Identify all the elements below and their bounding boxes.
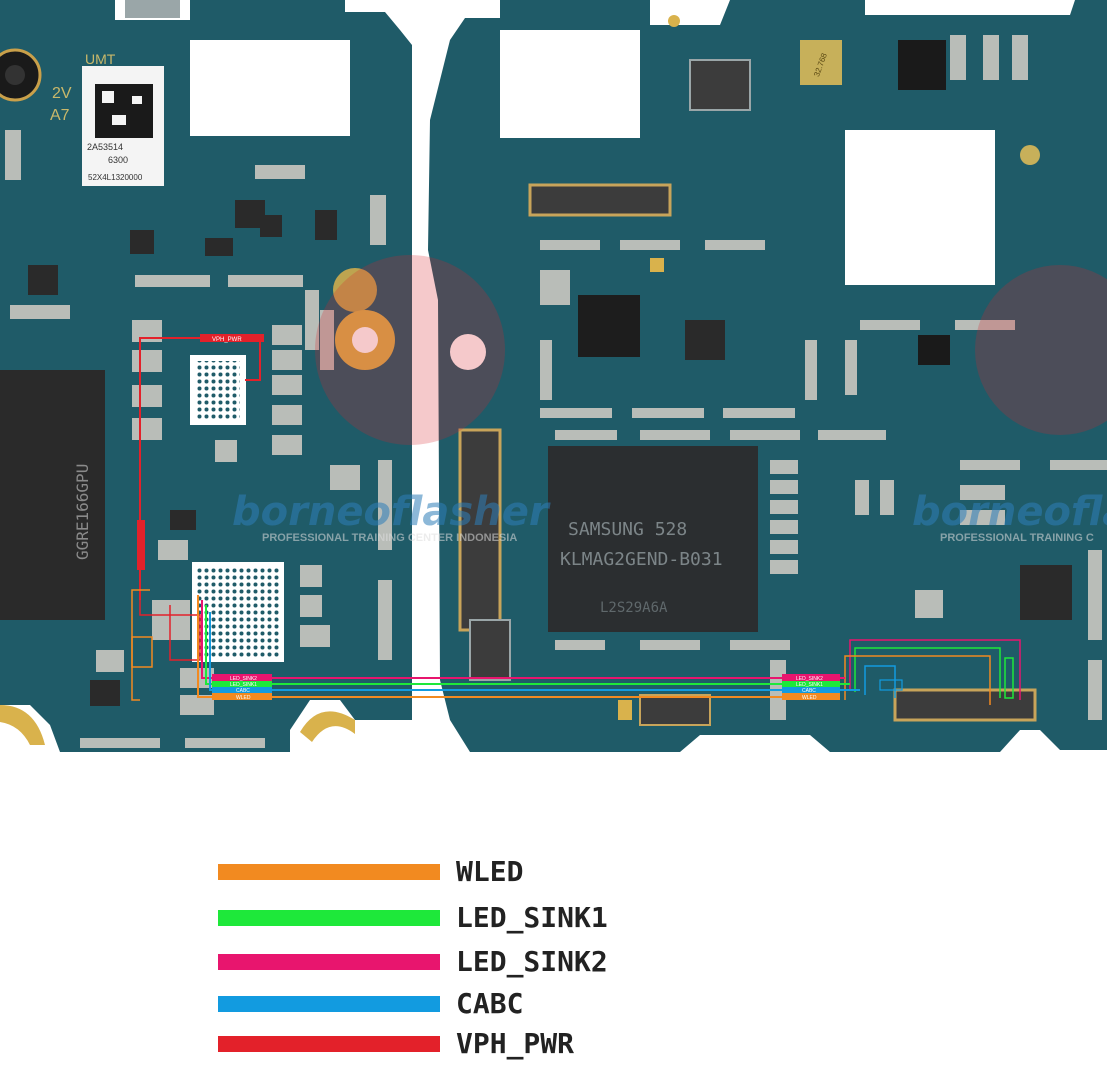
- silk-code-2: A7: [50, 107, 70, 124]
- trace-led-sink1-right: [854, 647, 1001, 698]
- trace-vph-pwr-left: [139, 337, 190, 600]
- watermark-tagline-right: PROFESSIONAL TRAINING C: [940, 532, 1094, 544]
- emmc-text-3: L2S29A6A: [600, 600, 668, 616]
- pad-label-left: CABC: [236, 688, 250, 694]
- left-board: 2A53514 6300 52X4L1320000 UMT 2V A7 GGRE…: [0, 0, 412, 752]
- vph-pwr-tag: VPH_PWR: [212, 337, 242, 343]
- legend-swatch-cabc: [218, 996, 440, 1012]
- pad-labels-right: LED_SINK2 LED_SINK1 CABC WLED: [782, 674, 840, 701]
- watermark-logo-right: [975, 265, 1107, 435]
- board-cutout: [190, 40, 350, 136]
- legend-label-vph-pwr: VPH_PWR: [456, 1027, 575, 1060]
- pad-label-right: LED_SINK2: [796, 676, 823, 682]
- gpu-text: GGRE166GPU: [73, 464, 92, 560]
- lcd-connector: [893, 688, 1037, 722]
- label-line1: 2A53514: [87, 142, 123, 152]
- pad-label-right: LED_SINK1: [796, 682, 823, 688]
- silk-code-1: 2V: [52, 85, 72, 102]
- legend-label-wled: WLED: [456, 855, 524, 888]
- label-line2: 6300: [108, 155, 128, 165]
- pad-labels-left: LED_SINK2 LED_SINK1 CABC WLED: [212, 674, 272, 701]
- emmc-text-1: SAMSUNG 528: [568, 519, 687, 540]
- watermark: borneoflasher borneoflasher PROFESSIONAL…: [232, 255, 1107, 544]
- watermark-logo-left: [315, 255, 505, 445]
- pcb-diagram: 2A53514 6300 52X4L1320000 UMT 2V A7 GGRE…: [0, 0, 1107, 752]
- legend-swatch-led-sink2: [218, 954, 440, 970]
- trace-cabc-right: [864, 665, 896, 698]
- gpu-chip: [0, 370, 105, 620]
- right-board: SAMSUNG 528 KLMAG2GEND-B031 L2S29A6A 32.…: [428, 0, 1107, 752]
- pad-label-left: WLED: [236, 695, 251, 701]
- crystal: [800, 40, 842, 85]
- watermark-brand-right: borneoflasher: [912, 489, 1107, 535]
- pad-label-right: WLED: [802, 695, 817, 701]
- pad-label-right: CABC: [802, 688, 816, 694]
- legend-label-led-sink1: LED_SINK1: [456, 901, 608, 934]
- emmc-text-2: KLMAG2GEND-B031: [560, 549, 723, 570]
- watermark-tagline-left: PROFESSIONAL TRAINING CENTER INDONESIA: [262, 532, 517, 544]
- legend-swatch-wled: [218, 864, 440, 880]
- silk-umt: UMT: [85, 51, 116, 67]
- emmc-chip: [548, 446, 758, 632]
- watermark-brand-left: borneoflasher: [232, 489, 551, 535]
- legend-swatch-vph-pwr: [218, 1036, 440, 1052]
- legend-label-led-sink2: LED_SINK2: [456, 945, 608, 978]
- signal-traces: [197, 595, 860, 698]
- legend-label-cabc: CABC: [456, 987, 524, 1020]
- trace-led-sink2-right: [849, 639, 1021, 700]
- board-cutout-right: [500, 30, 640, 138]
- pad-label-left: LED_SINK2: [230, 676, 257, 682]
- connector-top: [528, 183, 672, 217]
- legend-swatch-led-sink1: [218, 910, 440, 926]
- pad-label-left: LED_SINK1: [230, 682, 257, 688]
- label-line3: 52X4L1320000: [88, 173, 143, 182]
